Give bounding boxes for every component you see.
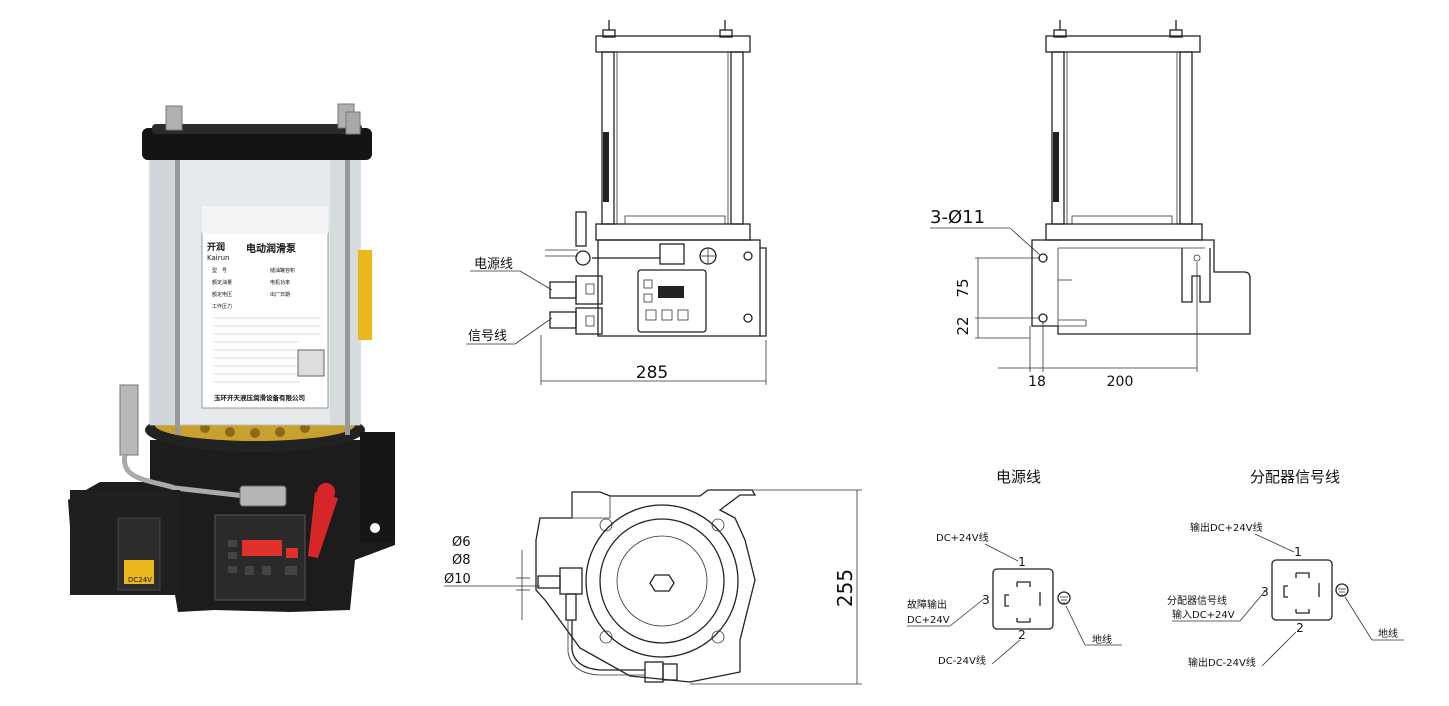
dia-8: Ø8: [452, 553, 471, 568]
dim-75: 75: [954, 278, 972, 297]
label-title: 电动润滑泵: [246, 242, 297, 255]
ground-label: 地线: [1378, 627, 1398, 640]
label-field: 工作压力: [212, 303, 232, 310]
pin3-label-line1: 故障输出: [907, 598, 947, 611]
signal-connector-diagram: 分配器信号线 1 2 3 输出DC+24V线 分配器信号线 输入DC+24V 输…: [1167, 468, 1404, 669]
hole-callout: 3-Ø11: [930, 207, 985, 228]
pin2-label: 输出DC-24V线: [1188, 656, 1256, 669]
ground-icon: [1057, 591, 1071, 605]
dim-255: 255: [833, 569, 857, 607]
label-field: 额定电压: [212, 291, 232, 298]
pin2-label: DC-24V线: [938, 654, 986, 667]
label-brand-cn: 开润: [207, 241, 225, 253]
pin1-label: DC+24V线: [936, 531, 989, 544]
power-connector-diagram: 电源线 1 2 3 DC+24V线 故障输出 DC+24V DC-24V线 地线: [907, 468, 1122, 667]
pin-2: 2: [1018, 628, 1026, 642]
dim-18: 18: [1028, 374, 1046, 390]
label-field: 电机功率: [270, 279, 290, 286]
pin3-label-line2: DC+24V: [907, 615, 950, 626]
label-field: 额定油量: [212, 279, 232, 286]
front-view-drawing: 电源线 信号线 285: [466, 20, 767, 385]
pin-2: 2: [1296, 621, 1304, 635]
dia-10: Ø10: [444, 572, 471, 587]
label-field: 出厂日期: [270, 291, 290, 298]
pin1-label: 输出DC+24V线: [1190, 521, 1263, 534]
label-field: 型 号: [212, 267, 227, 274]
dim-200: 200: [1107, 374, 1134, 390]
signal-connector-title: 分配器信号线: [1250, 468, 1340, 486]
ground-label: 地线: [1092, 633, 1112, 646]
sticker-text: DC24V: [128, 576, 152, 584]
dim-22: 22: [954, 316, 972, 335]
side-view-drawing: 3-Ø11 75 22 18 200: [930, 20, 1251, 390]
ground-icon: [1335, 583, 1349, 597]
pump-photo: 开润 Kairun 电动润滑泵 型 号 额定油量 额定电压 工作压力 储油罐容积…: [68, 103, 395, 612]
top-view-drawing: Ø6 Ø8 Ø10 255: [444, 489, 862, 685]
label-field: 储油罐容积: [270, 267, 295, 274]
label-company: 玉环开天液压润滑设备有限公司: [214, 393, 305, 402]
pin-3: 3: [1261, 585, 1269, 599]
dia-6: Ø6: [452, 535, 471, 550]
pin-3: 3: [982, 593, 990, 607]
callout-power-line: 电源线: [474, 257, 513, 272]
power-connector-title: 电源线: [996, 468, 1041, 486]
qr-code: [297, 349, 325, 377]
callout-signal-line: 信号线: [468, 329, 507, 344]
pin-1: 1: [1294, 545, 1302, 559]
pin3-label-line1: 分配器信号线: [1167, 594, 1227, 607]
pin3-label-line2: 输入DC+24V: [1172, 608, 1235, 621]
label-brand-en: Kairun: [207, 254, 229, 262]
pin-1: 1: [1018, 555, 1026, 569]
dim-width-285: 285: [636, 363, 668, 383]
